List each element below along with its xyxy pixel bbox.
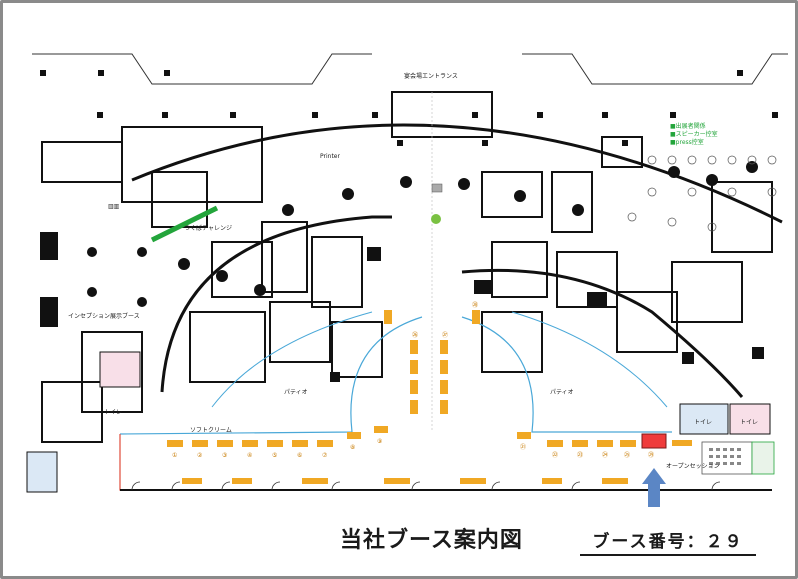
booth-number-5: ⑤ [272,452,277,459]
entrance-label: 宴会場エントランス [404,72,458,80]
map-caption-title: 当社ブース案内図 [340,528,523,553]
booth-number-27: ㉗ [442,331,448,339]
pillars [40,70,778,146]
booth-number-1: ① [172,452,177,459]
toilet-right-1-label: トイレ [694,419,712,426]
open-session-label: オープンセッション [666,463,720,470]
left-inner-wall [160,215,392,393]
incubation-label: インセプション展示ブース [68,312,140,320]
center-marker [431,183,443,193]
booth-arrow [642,468,666,507]
right-inner-wall [461,268,744,398]
booth-number-6: ⑥ [297,452,302,459]
toilet-right-2-room [729,403,771,435]
bottom-doors [131,481,721,491]
right-solid-blocks [474,161,764,364]
toilet-right-2-label: トイレ [740,419,758,426]
entrance-wall-right [522,53,788,85]
front-row-booths [167,426,636,447]
booth-number-25: ㉕ [624,451,630,459]
entrance-gate [391,91,493,138]
booth-number-8: ⑧ [350,444,355,451]
tsukuba-label: つくばチャレンジ [184,224,232,232]
printer-label: Printer [320,153,340,160]
booth-number-22: ㉒ [552,451,558,459]
booth-number-2: ② [197,452,203,459]
booth-number-24: ㉔ [602,451,608,459]
booth-number-caption: ブース番号：２９ [580,527,756,556]
highlighted-booth-29 [641,433,667,449]
floor-map-svg: 宴会場エントランス トイレ [26,53,788,507]
booth-number-4: ④ [247,452,252,459]
bottom-row-booths [182,440,692,484]
tsukuba-green-bar [150,205,219,243]
patio-right-label: パティオ [550,389,574,396]
booth-number-29: ㉙ [648,451,654,459]
legend-line-3: ■press控室 [670,138,704,146]
patio-left-curve [211,311,373,408]
booth-number-21: ㉑ [520,443,526,451]
toilet-left-label: トイレ [104,409,122,416]
center-booths [384,310,480,414]
floor-map: 宴会場エントランス トイレ [12,12,788,507]
session-stage [751,441,775,475]
legend-line-1: ■出展者関係 [670,122,706,130]
entrance-wall-left [32,53,372,85]
left-solid-blocks [40,232,381,382]
booth-number-26: ㉖ [412,331,418,339]
outer-arc-wall [131,123,783,224]
dining-tables [627,155,777,232]
booth-number-9: ⑨ [377,438,382,445]
round-pillars [87,176,584,307]
patio-boundary [119,316,672,435]
patio-left-label: パティオ [284,389,308,396]
front-booth-numbers: ① ② ③ ④ ⑤ ⑥ ⑦ ⑧ ⑨ [172,438,382,459]
green-dot [431,214,441,224]
soft-cream-label: ソフトクリーム [190,427,232,434]
stair-left [26,451,58,493]
toilet-right-1-room [679,403,729,435]
booth-number-7: ⑦ [322,452,328,459]
escalator-icon: ▥▥ [108,203,120,210]
patio-right-curve [511,311,668,408]
booth-number-28: ㉘ [472,301,478,309]
left-rooms [41,126,383,443]
right-rooms [481,136,773,373]
booth-number-23: ㉓ [577,451,583,459]
booth-number-3: ③ [222,452,227,459]
left-boundary [119,434,162,491]
toilet-left-room [99,351,141,388]
right-booth-numbers: ㉑ ㉒ ㉓ ㉔ ㉕ ㉖ ㉗ ㉘ ㉙ [412,301,654,459]
open-session-seats [709,448,741,465]
legend-line-2: ■スピーカー控室 [670,130,718,138]
